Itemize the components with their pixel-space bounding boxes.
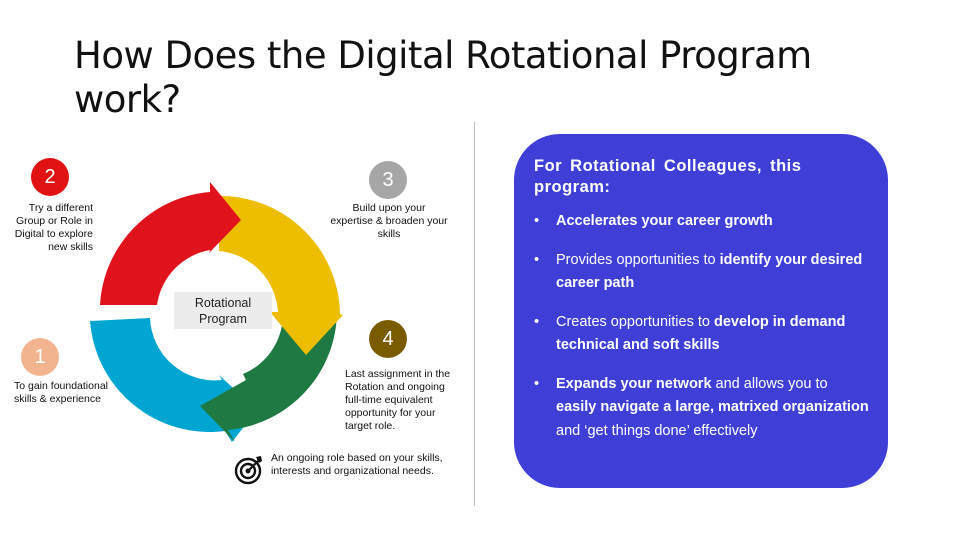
bullet-icon: • bbox=[534, 375, 540, 392]
benefit-text-bold: identify your desired career path bbox=[556, 251, 863, 292]
step-3-badge: 3 bbox=[369, 161, 407, 199]
benefit-item: • Expands your network and allows you to… bbox=[534, 373, 870, 444]
target-text: An ongoing role based on your skills, in… bbox=[271, 452, 443, 477]
step-2-badge: 2 bbox=[31, 158, 69, 196]
benefit-text-bold: Accelerates your career growth bbox=[556, 213, 773, 229]
cycle-segment-yellow bbox=[219, 195, 343, 355]
benefit-text-bold: develop in demand technical and soft ski… bbox=[556, 313, 846, 354]
bullet-icon: • bbox=[534, 251, 540, 268]
cycle-segment-red bbox=[100, 182, 241, 305]
benefits-panel: For Rotational Colleagues, this program:… bbox=[514, 134, 888, 488]
benefits-list: • Accelerates your career growth • Provi… bbox=[534, 210, 870, 443]
cycle-center-label: Rotational Program bbox=[174, 292, 272, 329]
rotation-cycle-diagram bbox=[90, 182, 343, 442]
step-3-text: Build upon your expertise & broaden your… bbox=[330, 202, 448, 240]
benefit-text: Creates opportunities to bbox=[556, 313, 714, 330]
target-icon bbox=[234, 456, 262, 485]
benefit-item: • Creates opportunities to develop in de… bbox=[534, 311, 870, 358]
step-4-text: Last assignment in the Rotation and ongo… bbox=[345, 368, 451, 432]
benefit-item: • Accelerates your career growth bbox=[534, 210, 870, 234]
bullet-icon: • bbox=[534, 213, 540, 229]
benefit-text-bold: easily navigate a large, matrixed organi… bbox=[556, 399, 869, 415]
benefit-text: and allows you to bbox=[711, 375, 828, 392]
benefit-item: • Provides opportunities to identify you… bbox=[534, 249, 870, 296]
page-title: How Does the Digital Rotational Program … bbox=[74, 34, 812, 121]
benefit-text: Provides opportunities to bbox=[556, 251, 720, 268]
step-1-badge: 1 bbox=[21, 338, 59, 376]
step-4-badge: 4 bbox=[369, 320, 407, 358]
step-2-text: Try a different Group or Role in Digital… bbox=[14, 202, 93, 253]
benefit-text-bold: Expands your network bbox=[556, 375, 712, 392]
bullet-icon: • bbox=[534, 313, 540, 330]
panel-heading: For Rotational Colleagues, this program: bbox=[534, 157, 802, 196]
benefit-text: and ‘get things done’ effectively bbox=[556, 422, 758, 439]
step-1-text: To gain foundational skills & experience bbox=[14, 380, 108, 405]
vertical-divider bbox=[474, 122, 475, 506]
